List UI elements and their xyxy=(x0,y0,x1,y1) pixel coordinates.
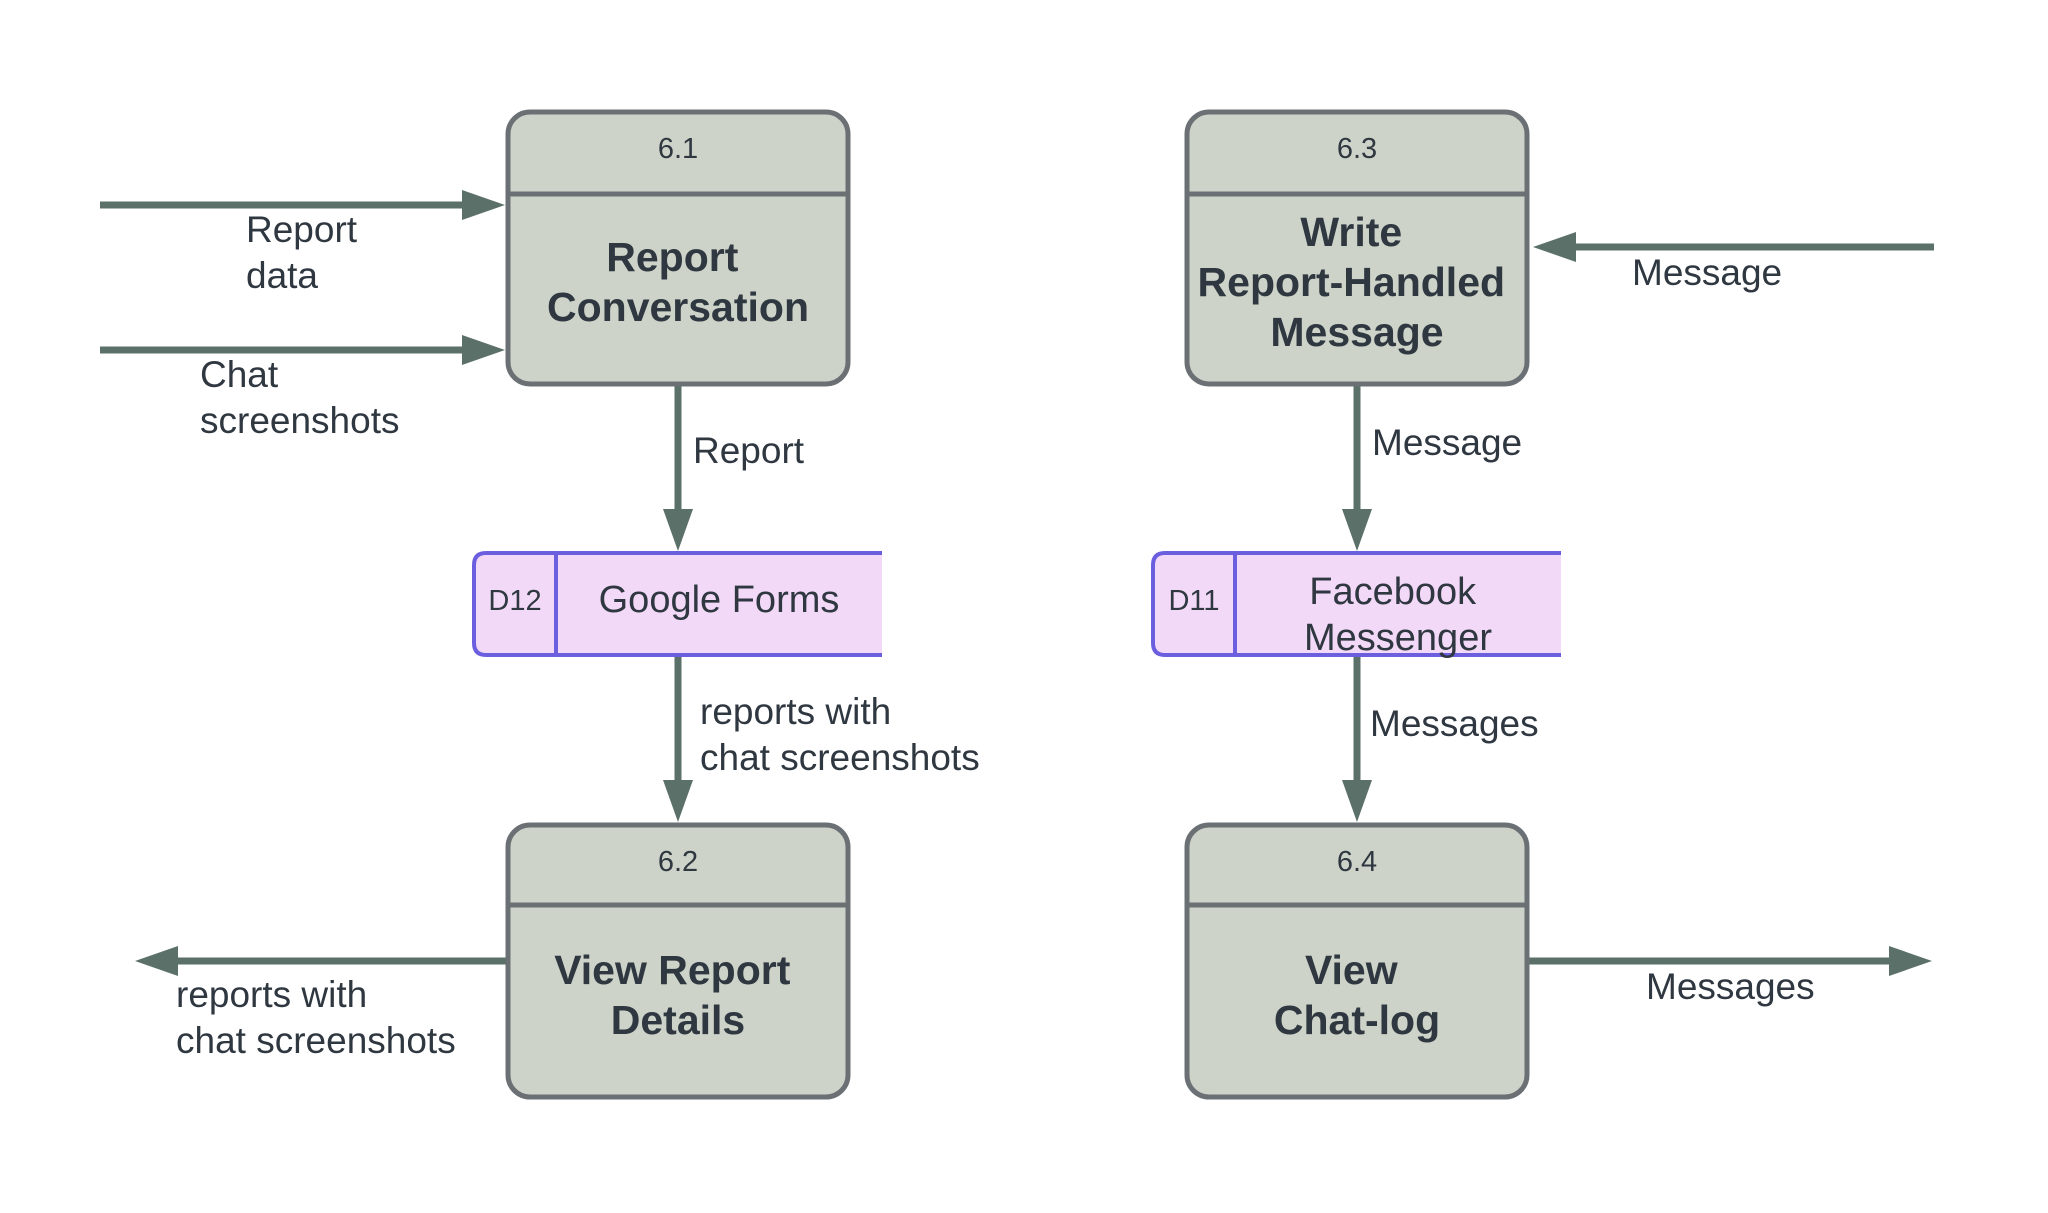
arrowhead-reports-down xyxy=(663,780,693,822)
flow-label-messages-down: Messages xyxy=(1370,703,1539,744)
arrowhead-message-in xyxy=(1533,232,1576,262)
process-id: 6.4 xyxy=(1337,846,1377,878)
process-6-3: 6.3 Write Report-Handled Message xyxy=(1184,109,1530,387)
data-store-d12: D12 Google Forms xyxy=(472,551,882,657)
process-title: View Report Details xyxy=(554,947,802,1043)
process-id: 6.1 xyxy=(658,133,698,165)
process-6-1: 6.1 Report Conversation xyxy=(505,109,851,387)
arrowhead-report xyxy=(663,509,693,551)
arrowhead-messages-down xyxy=(1342,780,1372,822)
flow-labels: Report data Chat screenshots Report repo… xyxy=(176,209,1815,1061)
flow-label-report: Report xyxy=(693,430,805,471)
flow-label-chat-screenshots: Chat screenshots xyxy=(200,354,400,441)
store-id: D12 xyxy=(488,585,541,617)
process-title: Report Conversation xyxy=(547,234,809,330)
process-id: 6.2 xyxy=(658,846,698,878)
flow-label-messages-out: Messages xyxy=(1646,966,1815,1007)
flow-label-report-data: Report data xyxy=(246,209,367,296)
store-name: Google Forms xyxy=(599,579,840,621)
process-title: Write Report-Handled Message xyxy=(1198,209,1517,355)
process-title: View Chat-log xyxy=(1274,947,1440,1043)
flow-label-message-in: Message xyxy=(1632,252,1782,293)
arrowhead-messages-out xyxy=(1889,946,1932,976)
flow-label-reports-out: reports with chat screenshots xyxy=(176,974,456,1061)
flow-label-message-down: Message xyxy=(1372,422,1522,463)
store-name: Facebook Messenger xyxy=(1304,571,1492,659)
arrowhead-chat-screenshots xyxy=(462,335,505,365)
process-6-4: 6.4 View Chat-log xyxy=(1184,822,1530,1100)
connectors xyxy=(100,190,1934,976)
arrowhead-report-data xyxy=(462,190,505,220)
flow-label-reports-down: reports with chat screenshots xyxy=(700,691,980,778)
data-store-d11: D11 Facebook Messenger xyxy=(1151,551,1561,659)
arrowhead-reports-out xyxy=(135,946,178,976)
store-id: D11 xyxy=(1168,585,1219,617)
arrowhead-message-down xyxy=(1342,509,1372,551)
process-id: 6.3 xyxy=(1337,133,1377,165)
process-6-2: 6.2 View Report Details xyxy=(505,822,851,1100)
